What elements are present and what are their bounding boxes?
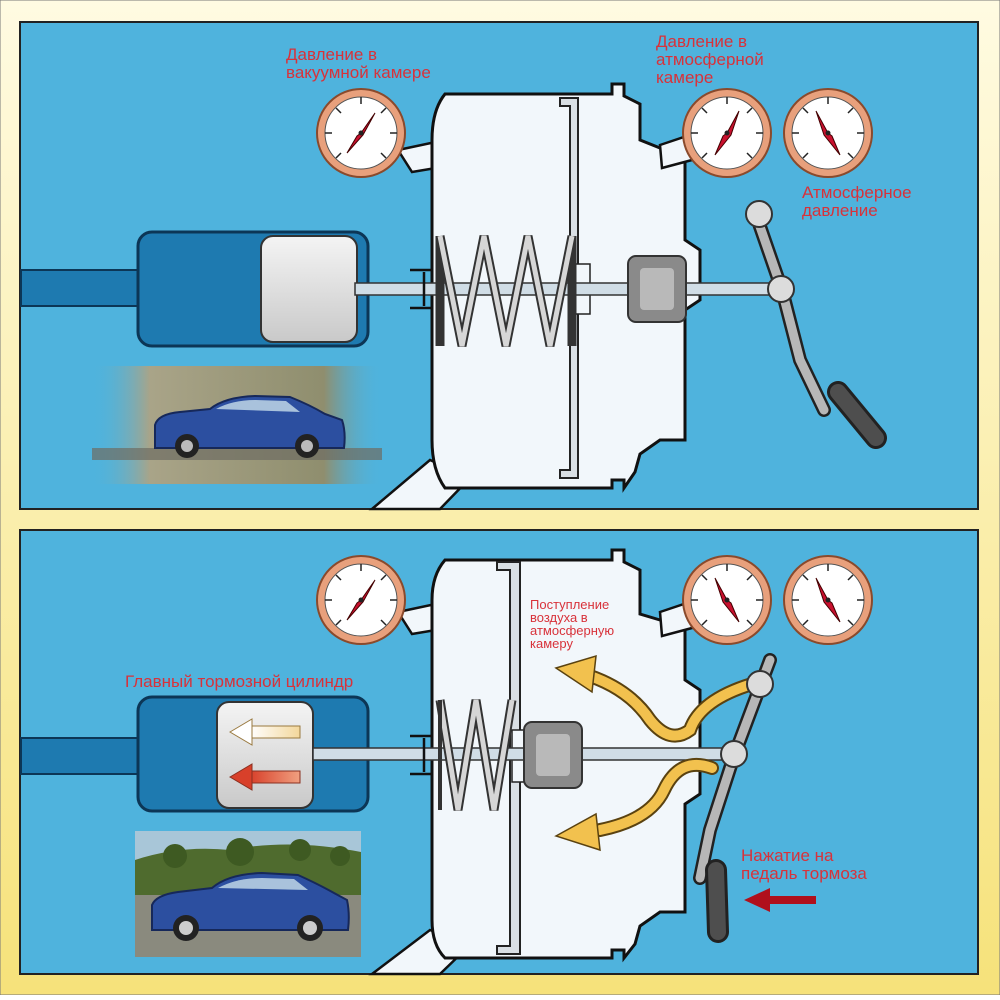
air-inflow-arrow-lower <box>554 757 719 852</box>
brake-pedal <box>693 653 777 943</box>
push-rod <box>312 747 732 761</box>
atmospheric-chamber-pressure-label: Давление в атмосферной камере <box>656 33 764 87</box>
brake-line-pipe <box>20 269 147 307</box>
label-line: Главный тормозной цилиндр <box>125 672 354 691</box>
brake-pedal-press-label: Нажатие на педаль тормоза <box>741 847 867 883</box>
master-cylinder-piston <box>216 701 314 809</box>
car-parked-icon <box>135 831 361 957</box>
master-cylinder-piston <box>260 235 358 343</box>
label-line: атмосферную <box>530 623 615 638</box>
label-line: Давление в <box>286 45 378 64</box>
label-line: давление <box>802 201 878 220</box>
atmospheric-pressure-gauge <box>783 88 873 178</box>
label-line: камере <box>656 68 714 87</box>
rod-seal <box>410 734 432 776</box>
brake-line-pipe <box>20 737 147 775</box>
pedal-rod-joint <box>720 740 748 768</box>
top-panel <box>19 21 979 511</box>
fluid-arrow-red <box>229 763 301 791</box>
label-line: воздуха в <box>530 610 588 625</box>
label-line: Нажатие на <box>741 846 834 865</box>
vacuum-chamber-gauge <box>316 555 406 645</box>
atmospheric-pressure-gauge <box>783 555 873 645</box>
pedal-pivot <box>746 670 774 698</box>
label-line: Поступление <box>530 597 610 612</box>
air-inflow-label: Поступление воздуха в атмосферную камеру <box>530 598 614 650</box>
fluid-arrow-white <box>229 718 301 746</box>
label-line: вакуумной камере <box>286 63 431 82</box>
pedal-rod-joint <box>767 275 795 303</box>
vacuum-chamber-pressure-label: Давление в вакуумной камере <box>286 46 431 82</box>
atmospheric-chamber-gauge <box>682 555 772 645</box>
atmospheric-pressure-label: Атмосферное давление <box>802 184 912 220</box>
booster-diaphragm <box>559 97 579 479</box>
brake-pedal <box>745 200 887 449</box>
pedal-pivot <box>745 200 773 228</box>
air-inflow-arrow-upper <box>554 654 759 743</box>
atmospheric-chamber-gauge <box>682 88 772 178</box>
label-line: педаль тормоза <box>741 864 867 883</box>
rod-seal <box>410 268 432 310</box>
booster-diaphragm <box>496 561 521 955</box>
label-line: атмосферной <box>656 50 764 69</box>
label-line: Давление в <box>656 32 748 51</box>
label-line: камеру <box>530 636 573 651</box>
car-in-motion-icon <box>92 366 382 484</box>
bottom-panel <box>19 529 979 976</box>
vacuum-chamber-gauge <box>316 88 406 178</box>
master-cylinder-label: Главный тормозной цилиндр <box>125 673 353 691</box>
label-line: Атмосферное <box>802 183 912 202</box>
pedal-press-arrow <box>744 888 816 912</box>
